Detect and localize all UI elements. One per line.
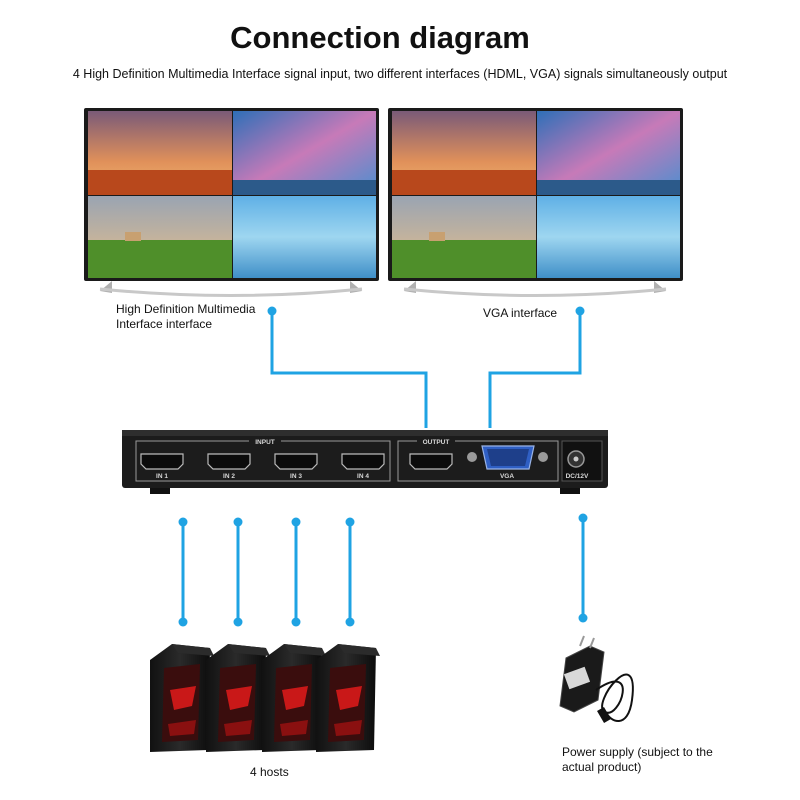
power-adapter-icon (559, 635, 634, 724)
output-group-label: OUTPUT (423, 439, 450, 446)
tv-monitor-icon-hdmi (84, 108, 379, 297)
port-label-in2: IN 2 (223, 473, 235, 480)
pc-tower-icon-1 (150, 644, 214, 752)
hdmi-port-icon-in1 (140, 453, 184, 470)
hdmi-output-label: High Definition Multimedia Interface int… (116, 302, 256, 331)
pc-tower-icon-2 (206, 644, 270, 752)
port-label-dc: DC/12V (566, 473, 589, 480)
page-subtitle: 4 High Definition Multimedia Interface s… (72, 67, 728, 81)
tv-monitor-icon-vga (388, 108, 683, 297)
port-label-in3: IN 3 (290, 473, 302, 480)
port-label-in4: IN 4 (357, 473, 369, 480)
connection-wires (178, 306, 588, 627)
port-label-in1: IN 1 (156, 473, 168, 480)
input-group-label: INPUT (255, 439, 275, 446)
vga-port-icon (467, 445, 548, 470)
power-supply-label: Power supply (subject to the actual prod… (562, 745, 713, 774)
vga-output-label: VGA interface (483, 306, 558, 320)
splitter-device: INPUT OUTPUT IN 1 IN 2 IN 3 IN 4 (122, 430, 608, 494)
dc-jack-icon (561, 440, 603, 482)
hdmi-port-icon-out (409, 453, 453, 470)
hdmi-port-icon-in3 (274, 453, 318, 470)
pc-tower-icon-3 (262, 644, 326, 752)
page-title: Connection diagram (230, 20, 530, 55)
port-label-vga: VGA (500, 473, 514, 480)
hdmi-port-icon-in4 (341, 453, 385, 470)
hosts-label: 4 hosts (250, 765, 289, 779)
hdmi-port-icon-in2 (207, 453, 251, 470)
pc-tower-icon-4 (316, 644, 380, 752)
